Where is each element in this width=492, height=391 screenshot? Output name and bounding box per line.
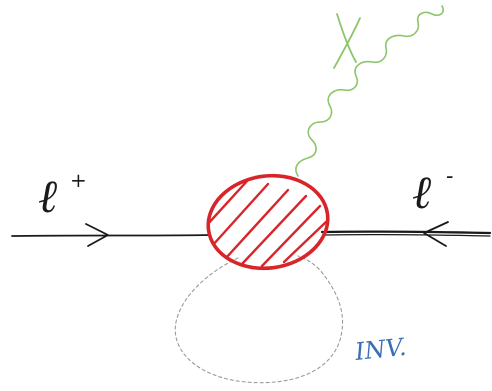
electron-arrow-icon <box>423 221 449 247</box>
electron-label: ℓ <box>412 165 432 219</box>
positron-charge-label: + <box>70 168 87 192</box>
electron-line <box>320 230 492 235</box>
electron-line-double <box>323 233 491 237</box>
interaction-blob <box>204 173 330 271</box>
invisible-label: INV. <box>353 333 408 366</box>
photon-label-x: X <box>333 13 361 69</box>
photon-label-text: X <box>340 59 342 61</box>
blob-outline <box>206 173 330 271</box>
electron-charge-label: - <box>446 164 453 189</box>
invisible-loop <box>174 255 344 384</box>
positron-line <box>11 234 211 237</box>
photon-line <box>295 5 445 177</box>
positron-arrow-icon <box>85 223 109 247</box>
positron-label: ℓ <box>38 169 58 223</box>
